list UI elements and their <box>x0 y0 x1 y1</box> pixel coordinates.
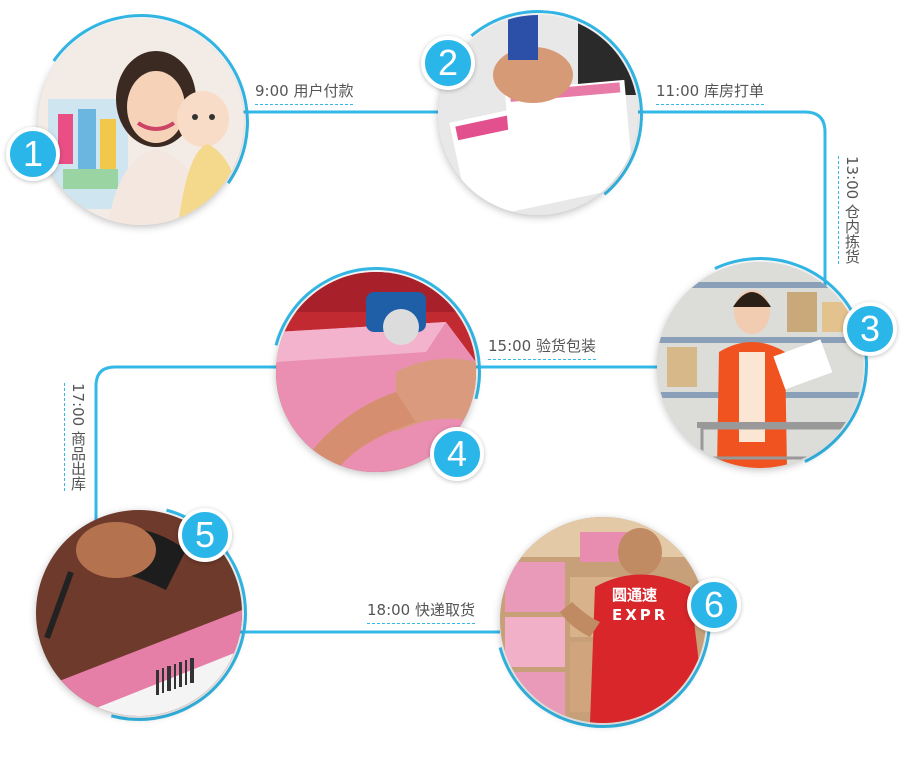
step-2-time-label: 11:00 库房打单 <box>656 80 764 105</box>
step-1-time-label: 9:00 用户付款 <box>255 80 354 105</box>
courier-shirt-text-en: EXPR <box>612 606 669 624</box>
packing-box-photo <box>276 272 476 472</box>
step-4-time-label: 15:00 验货包装 <box>488 335 596 360</box>
step-3-number-badge: 3 <box>843 302 897 356</box>
courier-shirt-text-cn: 圆通速 <box>612 586 658 604</box>
warehouse-picking-photo <box>657 262 863 468</box>
mother-and-baby-photo <box>38 19 244 225</box>
step-6-number-badge: 6 <box>687 578 741 632</box>
printing-labels-photo <box>438 15 638 215</box>
step-1-number-badge: 1 <box>6 127 60 181</box>
step-6-time-label: 18:00 快递取货 <box>367 599 475 624</box>
courier-pickup-photo: 圆通速 EXPR <box>500 517 706 723</box>
courier-shirt-text: 圆通速 EXPR <box>612 585 668 625</box>
step-4-number-badge: 4 <box>430 427 484 481</box>
step-3-time-label: 13:00 仓内拣货 <box>838 156 863 264</box>
step-5-number-badge: 5 <box>178 508 232 562</box>
step-2-number-badge: 2 <box>421 36 475 90</box>
flow-connector-lines <box>94 110 827 634</box>
step-5-time-label: 17:00 商品出库 <box>64 383 89 491</box>
